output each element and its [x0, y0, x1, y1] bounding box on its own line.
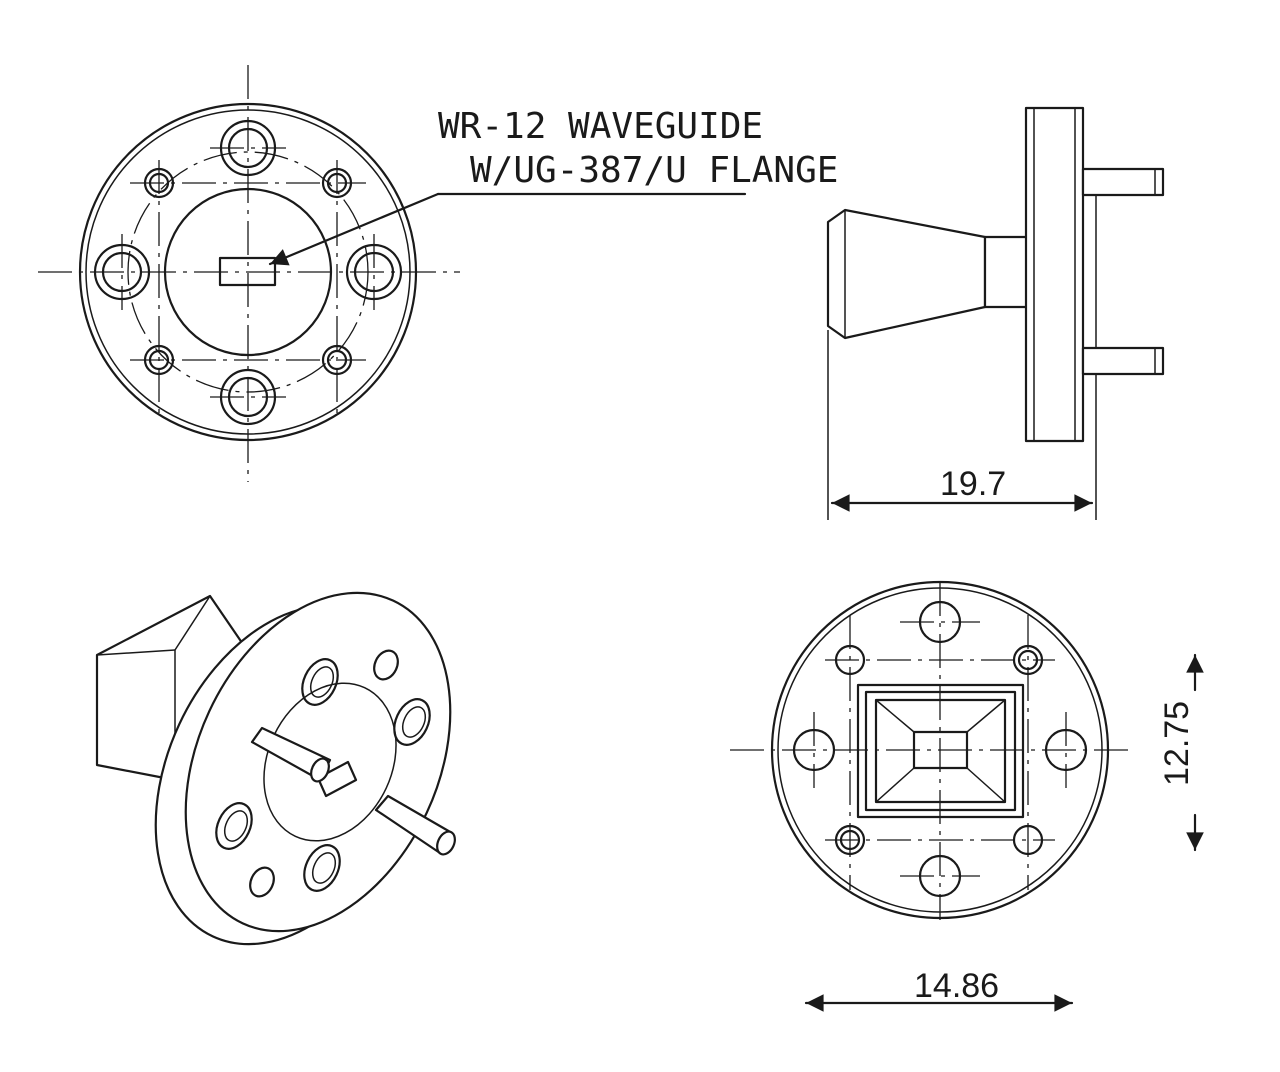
isometric-view [95, 591, 456, 946]
front-view-flange [38, 65, 460, 482]
label-line1: WR-12 WAVEGUIDE [438, 106, 763, 147]
label-line2: W/UG-387/U FLANGE [470, 150, 838, 191]
side-view [826, 106, 1165, 520]
rear-view [730, 580, 1204, 1012]
dimension-length: 19.7 [940, 465, 1006, 503]
dimension-width: 14.86 [914, 967, 999, 1005]
label-leader [268, 192, 747, 266]
dimension-height: 12.75 [1158, 701, 1196, 786]
